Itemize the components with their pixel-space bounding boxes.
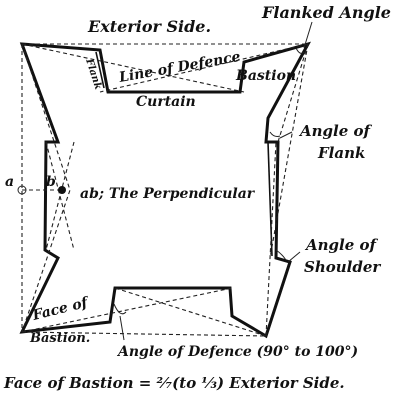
point-b-label: b <box>46 174 56 190</box>
bastion-label: Bastion <box>235 68 296 84</box>
point-a-label: a <box>5 174 14 190</box>
bottom-exterior-line <box>21 331 267 337</box>
face-of-bastion-label-line2: Bastion. <box>29 331 90 346</box>
angle-of-defence-arc <box>113 303 127 315</box>
angle-of-flank-label-line2: Flank <box>317 144 365 162</box>
flanked-angle-arc <box>295 47 305 54</box>
point-a-marker <box>17 185 27 195</box>
angle-of-defence-label: Angle of Defence (90° to 100°) <box>116 344 358 360</box>
angle-of-flank-arc <box>269 131 281 137</box>
caption: Face of Bastion = ²⁄₇(to ⅓) Exterior Sid… <box>3 374 345 392</box>
point-b-marker <box>58 186 66 194</box>
flank-stroke <box>95 51 105 89</box>
defence-leader-line <box>119 315 125 341</box>
angle-of-shoulder-label-line1: Angle of <box>304 236 379 254</box>
fortification-outline <box>19 41 312 339</box>
left-diagonal-1 <box>21 43 71 333</box>
exterior-side-label: Exterior Side. <box>87 17 211 36</box>
flanked-angle-label: Flanked Angle <box>261 3 391 22</box>
curtain-label: Curtain <box>136 94 196 110</box>
angle-of-shoulder-label-line2: Shoulder <box>304 258 381 276</box>
flank-leader-line <box>279 131 293 139</box>
right-flank-stroke <box>267 141 273 257</box>
right-lower-diagonal <box>265 141 277 337</box>
line-of-defence <box>21 43 245 93</box>
shoulder-leader-line <box>287 251 301 263</box>
flanked-leader-line <box>303 21 313 49</box>
angle-of-flank-label-line1: Angle of <box>298 122 373 140</box>
angle-of-shoulder-arc <box>275 249 287 261</box>
bottom-defence-line <box>21 287 233 333</box>
line-of-defence-2 <box>99 43 309 93</box>
line-of-defence-label: Line of Defence <box>117 49 242 86</box>
right-bastion-diagonal <box>277 43 309 143</box>
left-diagonal-3 <box>45 141 75 251</box>
right-defence-line <box>269 43 309 259</box>
left-diagonal-2 <box>45 141 75 251</box>
perpendicular-label: ab; The Perpendicular <box>80 186 256 202</box>
bottom-defence-line-2 <box>114 287 267 337</box>
